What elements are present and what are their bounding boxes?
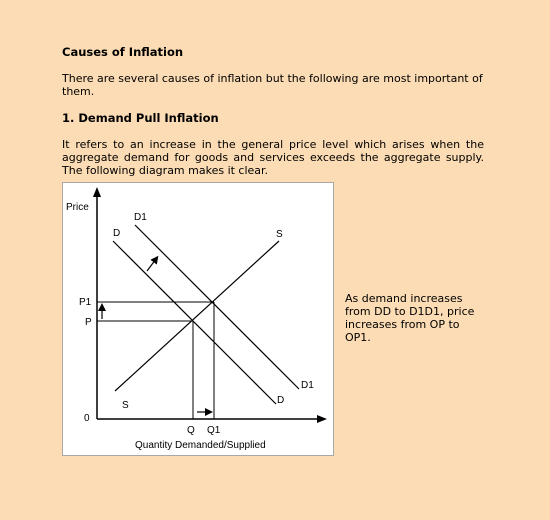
page-heading: Causes of Inflation xyxy=(62,45,184,59)
x-axis-label: Quantity Demanded/Supplied xyxy=(135,440,266,451)
q1-label: Q1 xyxy=(207,425,221,436)
p1-label: P1 xyxy=(79,297,92,308)
diagram-explanation: As demand increases from DD to D1D1, pri… xyxy=(345,292,475,344)
d-top-label: D xyxy=(113,228,120,239)
d1-top-label: D1 xyxy=(134,212,147,223)
demand-curve-D xyxy=(112,240,277,405)
demand-shift-arrow xyxy=(146,255,159,272)
s-top-label: S xyxy=(276,229,283,240)
y-axis-label: Price xyxy=(66,202,89,213)
d-bottom-label: D xyxy=(277,395,284,406)
q-label: Q xyxy=(187,425,195,436)
demand-curve-D1 xyxy=(134,224,300,390)
intro-paragraph: There are several causes of inflation bu… xyxy=(62,72,483,98)
demand-pull-diagram: Price Quantity Demanded/Supplied 0 P1 P … xyxy=(62,182,334,456)
section-heading: 1. Demand Pull Inflation xyxy=(62,111,219,125)
section-paragraph: It refers to an increase in the general … xyxy=(62,138,484,177)
p-label: P xyxy=(85,317,92,328)
d1-bottom-label: D1 xyxy=(301,380,314,391)
supply-curve-S xyxy=(114,240,280,392)
origin-label: 0 xyxy=(84,413,90,424)
s-bottom-label: S xyxy=(122,400,129,411)
y-axis-arrow xyxy=(93,187,101,197)
x-axis-arrow xyxy=(317,415,327,423)
